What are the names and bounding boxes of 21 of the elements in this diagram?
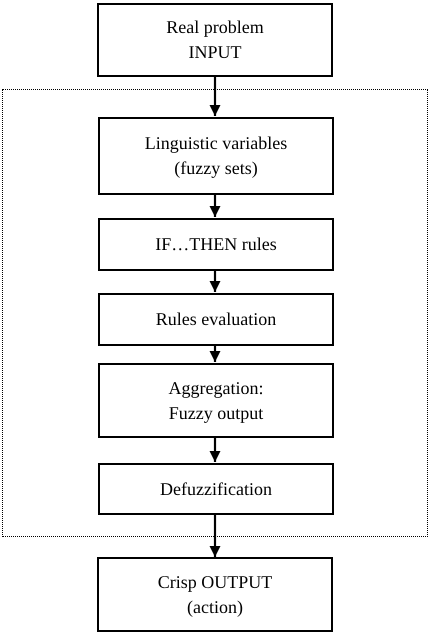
process-box (97, 557, 333, 632)
process-box (98, 363, 334, 438)
arrow (210, 437, 220, 462)
box-label: Real problem INPUT (165, 16, 265, 64)
process-box (98, 218, 334, 271)
process-box (98, 117, 334, 195)
process-box (97, 3, 333, 77)
box-label: Defuzzification (159, 478, 273, 500)
arrow (210, 270, 220, 292)
dotted-frame (2, 89, 428, 537)
box-label: Rules evaluation (154, 308, 278, 331)
box-label: Crisp OUTPUT (action) (156, 570, 274, 619)
arrow (210, 194, 220, 217)
arrow (210, 345, 220, 362)
box-label: IF…THEN rules (154, 233, 278, 256)
process-box (98, 463, 334, 515)
box-label: Aggregation: Fuzzy output (168, 376, 264, 425)
box-label: Linguistic variables (fuzzy sets) (144, 132, 288, 180)
process-box (98, 293, 334, 346)
arrow (210, 77, 220, 116)
arrow (210, 514, 220, 557)
